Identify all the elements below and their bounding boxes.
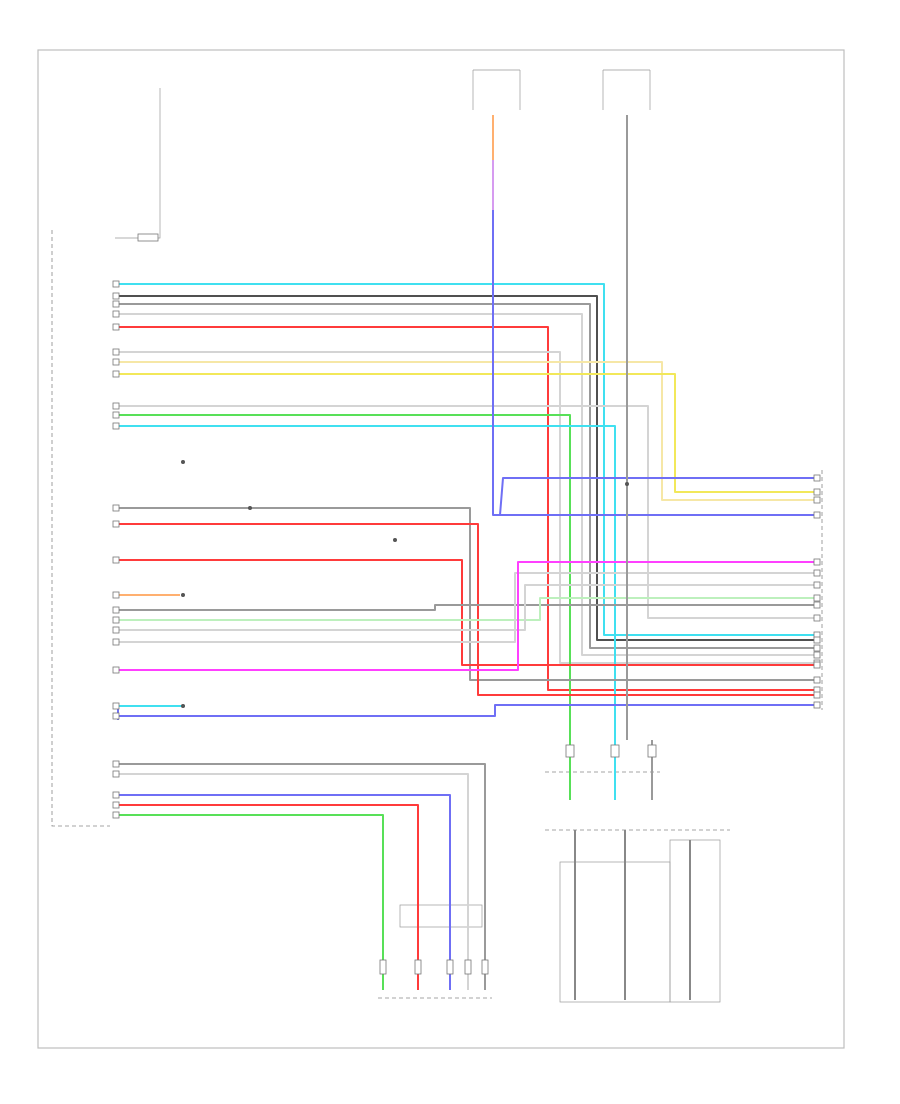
- left-pin-6: [112, 358, 120, 366]
- left-pin-25: [112, 801, 120, 809]
- wire-cyan-top: [118, 283, 818, 636]
- right-pin-6: [813, 581, 821, 589]
- right-pin-1: [813, 488, 821, 496]
- left-pin-1: [112, 292, 120, 300]
- wire-magenta-1: [118, 561, 818, 671]
- bottom-pin-0: [379, 959, 387, 975]
- top-left-wire: [115, 88, 161, 239]
- left-pin-17: [112, 626, 120, 634]
- wire-palegreen-1: [118, 597, 818, 621]
- bottom-pin-2: [446, 959, 454, 975]
- left-pin-20: [112, 702, 120, 710]
- left-pin-18: [112, 638, 120, 646]
- right-pin-13: [813, 651, 821, 659]
- left-pin-26: [112, 811, 120, 819]
- left-pin-15: [112, 606, 120, 614]
- left-pin-2: [112, 300, 120, 308]
- wire-red-1: [118, 326, 818, 691]
- left-pin-16: [112, 616, 120, 624]
- bottom-pin-3: [464, 959, 472, 975]
- left-pin-14: [112, 591, 120, 599]
- right-pin-8: [813, 601, 821, 609]
- wire-green-lower: [118, 814, 384, 990]
- left-pin-23: [112, 770, 120, 778]
- left-pin-9: [112, 411, 120, 419]
- right-pin-12: [813, 644, 821, 652]
- wire-blue-lower: [118, 794, 451, 990]
- top-connector-b-outline: [602, 69, 651, 110]
- wire-group: [117, 115, 818, 1000]
- wire-white-1: [118, 313, 818, 656]
- wire-gray-1: [118, 303, 818, 649]
- right-pin-3: [813, 511, 821, 519]
- left-pin-7: [112, 370, 120, 378]
- left-component-outline: [51, 230, 110, 827]
- ground-pin-0: [565, 744, 575, 758]
- left-pin-11: [112, 504, 120, 512]
- top-left-connector: [137, 233, 159, 242]
- wire-red-lower: [118, 804, 419, 990]
- left-pin-0: [112, 280, 120, 288]
- ground-pin-2: [647, 744, 657, 758]
- wire-paleyellow-1: [118, 361, 818, 501]
- wire-white-4: [118, 584, 818, 631]
- bottom-splice-box: [399, 904, 483, 928]
- splice-dot-4: [181, 593, 185, 597]
- ground-pin-1: [610, 744, 620, 758]
- bottom-pin-4: [481, 959, 489, 975]
- splice-dot-1: [393, 538, 397, 542]
- wire-gray-lower: [118, 763, 486, 990]
- right-pin-7: [813, 594, 821, 602]
- wire-yellow-1: [118, 373, 818, 493]
- wire-red-3: [118, 559, 818, 666]
- splice-dot-3: [181, 460, 185, 464]
- left-pin-19: [112, 666, 120, 674]
- left-pin-22: [112, 760, 120, 768]
- wire-white-2: [118, 351, 818, 664]
- switch-block-right: [669, 839, 721, 1003]
- wire-white-lower: [118, 773, 469, 990]
- left-pin-24: [112, 791, 120, 799]
- wire-white-5: [118, 572, 818, 643]
- splice-dot-6: [248, 506, 252, 510]
- left-pin-5: [112, 348, 120, 356]
- left-pin-21: [112, 712, 120, 720]
- left-pin-8: [112, 402, 120, 410]
- bottom-pin-1: [414, 959, 422, 975]
- diagram-frame: [37, 49, 845, 1049]
- wire-red-2: [118, 523, 818, 696]
- splice-dot-5: [181, 704, 185, 708]
- splice-dot-2: [625, 482, 629, 486]
- right-pin-9: [813, 614, 821, 622]
- switch-block-left: [559, 861, 671, 1003]
- right-pin-0: [813, 474, 821, 482]
- wire-white-3: [118, 405, 818, 619]
- wire-black-1: [118, 295, 818, 641]
- right-pin-11: [813, 636, 821, 644]
- wire-cyan-2: [118, 425, 616, 740]
- right-pin-5: [813, 569, 821, 577]
- pin-group: [112, 280, 821, 975]
- top-connector-a-outline: [472, 69, 521, 110]
- right-pin-16: [813, 676, 821, 684]
- left-pin-13: [112, 556, 120, 564]
- left-pin-10: [112, 422, 120, 430]
- right-pin-4: [813, 558, 821, 566]
- right-pin-18: [813, 691, 821, 699]
- right-pin-15: [813, 661, 821, 669]
- wire-gray-2: [118, 507, 818, 681]
- right-pin-2: [813, 496, 821, 504]
- left-pin-3: [112, 310, 120, 318]
- right-pin-19: [813, 701, 821, 709]
- wire-switch-internals: [574, 830, 691, 1000]
- wire-gray-3: [118, 604, 818, 611]
- wire-green-1: [118, 414, 571, 740]
- left-pin-4: [112, 323, 120, 331]
- left-pin-12: [112, 520, 120, 528]
- wire-blue-bottom: [118, 704, 818, 717]
